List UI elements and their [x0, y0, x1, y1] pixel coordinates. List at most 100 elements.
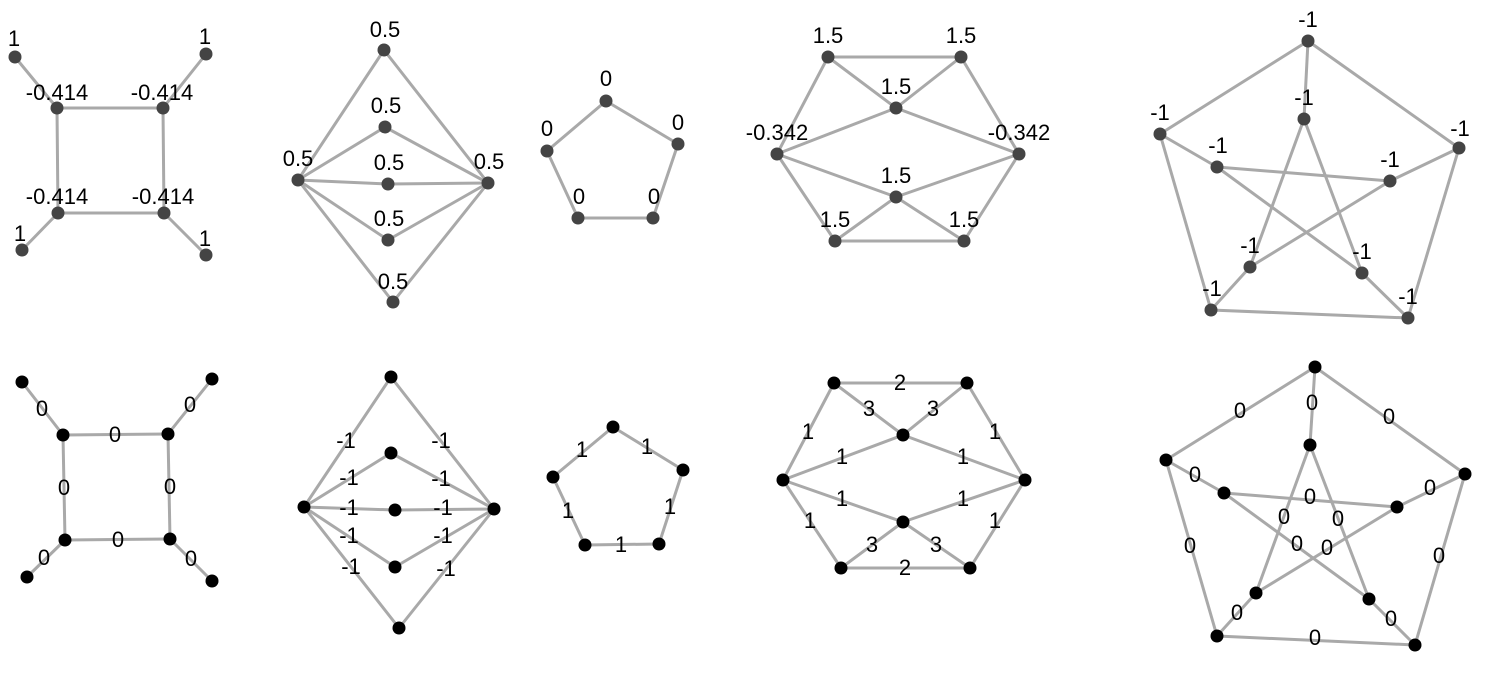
square-with-pendants-vertex-label: 1 [199, 24, 211, 49]
hexagon-graph-bottom-vertex [834, 561, 848, 575]
petersen-top-edge [1248, 117, 1306, 269]
hexagon-graph-edge-label: 1 [957, 486, 969, 511]
pentagon-top-edge [604, 99, 680, 146]
petersen-top-vertex [1452, 141, 1466, 155]
pentagon-vertex-label: 0 [672, 110, 684, 135]
hexagon-graph-edge-label: 3 [927, 396, 939, 421]
petersen-top-edge [1360, 271, 1410, 320]
pentagon-vertex-label: 0 [541, 116, 553, 141]
petersen-vertex-label: -1 [1298, 7, 1318, 32]
petersen-top-vertex [1401, 311, 1415, 325]
square-with-pendants-top-edge [20, 211, 60, 252]
pentagon-vertex-label: 0 [648, 184, 660, 209]
pentagon-vertex-label: 0 [573, 184, 585, 209]
pentagon-bottom-edge [583, 542, 661, 547]
petersen-top-vertex [1204, 303, 1218, 317]
square-with-pendants-top-edge [161, 106, 166, 215]
bipyramid-edge-label: -1 [339, 495, 359, 520]
hexagon-graph-top-edge [775, 106, 898, 156]
bipyramid-edge-label: -1 [433, 523, 453, 548]
square-with-pendants-top-edge [13, 55, 59, 110]
hexagon-graph-bottom-edge [781, 381, 836, 482]
hexagon-graph-top-vertex [889, 190, 903, 204]
hexagon-graph-top-edge [894, 152, 1021, 199]
petersen-edge-label: 0 [1278, 504, 1290, 529]
bipyramid-vertex-label: 0.5 [370, 17, 401, 42]
pentagon-bottom-edge [611, 425, 685, 472]
petersen-top-edge [1158, 132, 1213, 312]
petersen-bottom-vertex [1458, 467, 1472, 481]
hexagon-graph-bottom-edge [965, 381, 1027, 482]
petersen-bottom-vertex [1308, 360, 1322, 374]
pentagon-top-vertex [571, 211, 585, 225]
petersen-bottom-vertex [1408, 638, 1422, 652]
petersen-bottom-edge [1313, 365, 1467, 476]
square-with-pendants-bottom-edge [166, 432, 172, 541]
square-with-pendants-edge-label: 0 [58, 475, 70, 500]
hexagon-graph-bottom-edge [968, 478, 1027, 570]
pentagon-bottom-vertex [546, 470, 560, 484]
petersen-bottom-edge [1254, 443, 1312, 595]
hexagon-graph-edge-label: 1 [836, 486, 848, 511]
hexagon-graph-edge-label: 1 [836, 444, 848, 469]
bipyramid-bottom-vertex [384, 370, 398, 384]
bipyramid-top-edge [386, 181, 490, 242]
square-with-pendants-bottom-edge [61, 432, 170, 437]
bipyramid-top-edge [382, 48, 490, 185]
square-with-pendants-edge-label: 0 [185, 546, 197, 571]
pentagon-top-vertex [671, 137, 685, 151]
hexagon-graph-vertex-label: 1.5 [949, 207, 980, 232]
pentagon-top-edge [545, 99, 608, 153]
bipyramid-bottom-vertex [297, 500, 311, 514]
petersen-top-edge [1302, 39, 1310, 121]
petersen-top-edge [1302, 117, 1364, 275]
bipyramid-bottom-edge [302, 505, 397, 569]
petersen-vertex-label: -1 [1208, 133, 1228, 158]
pentagon-top-vertex [540, 144, 554, 158]
petersen-bottom-edge [1308, 365, 1317, 447]
square-with-pendants-bottom-vertex [161, 427, 175, 441]
bipyramid-bottom-edge [393, 507, 496, 569]
pentagon-bottom-vertex [676, 463, 690, 477]
petersen-edge-label: 0 [1304, 484, 1316, 509]
petersen-top-vertex [1383, 174, 1397, 188]
bipyramid-top-vertex [377, 43, 391, 57]
petersen-top-edge [1306, 39, 1461, 150]
hexagon-graph-edge-label: 3 [863, 396, 875, 421]
bipyramid-edge-label: -1 [431, 466, 451, 491]
hexagon-graph-top-vertex [821, 50, 835, 64]
petersen-edge-label: 0 [1291, 531, 1303, 556]
petersen-bottom-vertex [1303, 438, 1317, 452]
petersen-vertex-label: -1 [1398, 284, 1418, 309]
petersen-edge-label: 0 [1309, 625, 1321, 650]
pentagon-vertex-label: 0 [600, 66, 612, 91]
hexagon-graph-bottom-edge [839, 520, 905, 570]
square-with-pendants-edge-label: 0 [36, 396, 48, 421]
bipyramid-top-edge [383, 125, 490, 185]
bipyramid-top-edge [296, 178, 395, 304]
petersen-bottom-vertex [1217, 486, 1231, 500]
pentagon-bottom-edge [551, 425, 615, 479]
petersen-edge-label: 0 [1383, 404, 1395, 429]
hexagon-graph-bottom-edge [901, 478, 1027, 524]
bipyramid-bottom-edge [389, 451, 496, 511]
hexagon-graph-top-edge [775, 152, 898, 199]
square-with-pendants-top-edge [162, 211, 208, 257]
square-with-pendants-top-vertex [199, 248, 213, 262]
petersen-bottom-edge [1395, 472, 1467, 509]
hexagon-graph-bottom-vertex [776, 473, 790, 487]
hexagon-graph-edge-label: 1 [957, 444, 969, 469]
hexagon-graph-bottom-vertex [963, 561, 977, 575]
hexagon-graph-top-edge [894, 55, 963, 110]
petersen-top-vertex [1243, 260, 1257, 274]
pentagon-bottom-vertex [606, 420, 620, 434]
pentagon-edge-label: 1 [562, 498, 574, 523]
square-with-pendants-edge-label: 0 [38, 545, 50, 570]
petersen-vertex-label: -1 [1150, 100, 1170, 125]
bipyramid-vertex-label: 0.5 [374, 206, 405, 231]
square-with-pendants-top-edge [161, 52, 208, 110]
bipyramid-top-vertex [481, 176, 495, 190]
petersen-bottom-edge [1222, 491, 1371, 601]
